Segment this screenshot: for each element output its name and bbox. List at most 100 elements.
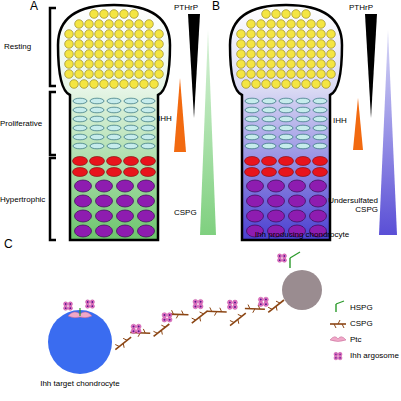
resting-chondrocyte — [307, 60, 316, 69]
resting-chondrocyte — [277, 70, 286, 79]
resting-chondrocyte — [65, 70, 74, 79]
resting-chondrocyte — [105, 70, 114, 79]
resting-chondrocyte — [75, 50, 84, 59]
resting-chondrocyte — [267, 60, 276, 69]
ihh-argosome — [258, 297, 263, 302]
resting-chondrocyte — [247, 20, 256, 29]
cspg-gradient — [200, 30, 216, 235]
resting-chondrocyte — [302, 10, 311, 19]
ihh-argosome — [198, 299, 203, 304]
proliferative-chondrocyte — [279, 116, 293, 122]
resting-chondrocyte — [267, 30, 276, 39]
resting-chondrocyte — [95, 40, 104, 49]
ihh-argosome-core — [169, 314, 171, 316]
resting-chondrocyte — [327, 30, 336, 39]
cspg-core — [230, 313, 246, 325]
ihh-argosome-core — [69, 307, 71, 309]
figure-label: IHH — [158, 114, 172, 123]
resting-chondrocyte — [257, 70, 266, 79]
ihh-argosome — [264, 297, 269, 302]
cspg-chain — [220, 308, 222, 312]
ihh-argosome — [162, 313, 167, 318]
resting-chondrocyte — [105, 50, 114, 59]
resting-chondrocyte — [297, 30, 306, 39]
cspg-chain — [342, 324, 344, 328]
figure-label: IHH — [333, 116, 347, 125]
resting-chondrocyte — [155, 70, 164, 79]
resting-chondrocyte — [327, 70, 336, 79]
ihh-argosome — [136, 324, 141, 329]
resting-chondrocyte — [307, 30, 316, 39]
resting-chondrocyte — [115, 20, 124, 29]
proliferative-chondrocyte — [262, 125, 276, 131]
resting-chondrocyte — [145, 40, 154, 49]
prehypertrophic-chondrocyte — [107, 168, 122, 177]
ihh-argosome-core — [169, 319, 171, 321]
resting-chondrocyte — [317, 70, 326, 79]
resting-chondrocyte — [237, 50, 246, 59]
cspg-chain — [338, 320, 340, 324]
cspg-chain — [200, 312, 204, 314]
panel-letter: A — [30, 0, 38, 13]
cspg-core — [154, 324, 170, 336]
proliferative-chondrocyte — [262, 143, 276, 149]
prehypertrophic-chondrocyte — [124, 168, 139, 177]
resting-chondrocyte — [237, 40, 246, 49]
hypertrophic-chondrocyte — [117, 210, 134, 222]
node-label: Ihh producing chondrocyte — [252, 230, 352, 239]
figure-label: Hypertrophic — [0, 195, 45, 204]
panel-letter: B — [212, 0, 220, 13]
resting-chondrocyte — [247, 30, 256, 39]
resting-chondrocyte — [292, 10, 301, 19]
proliferative-chondrocyte — [124, 125, 138, 131]
ihh-gradient — [353, 98, 363, 150]
resting-chondrocyte — [317, 50, 326, 59]
pthrp-gradient — [365, 14, 377, 118]
resting-chondrocyte — [317, 30, 326, 39]
resting-chondrocyte — [267, 20, 276, 29]
resting-chondrocyte — [65, 30, 74, 39]
resting-chondrocyte — [95, 50, 104, 59]
proliferative-chondrocyte — [141, 116, 155, 122]
resting-chondrocyte — [277, 30, 286, 39]
proliferative-chondrocyte — [313, 143, 327, 149]
cspg-chain — [276, 301, 280, 303]
prehypertrophic-chondrocyte — [296, 157, 311, 166]
cspg-chain — [268, 307, 272, 309]
resting-chondrocyte — [65, 40, 74, 49]
hypertrophic-chondrocyte — [75, 225, 92, 237]
resting-chondrocyte — [327, 50, 336, 59]
proliferative-chondrocyte — [296, 98, 310, 104]
resting-chondrocyte — [297, 70, 306, 79]
proliferative-chondrocyte — [124, 143, 138, 149]
resting-chondrocyte — [257, 20, 266, 29]
resting-chondrocyte — [257, 30, 266, 39]
resting-chondrocyte — [135, 40, 144, 49]
chondrocyte-node: Ihh target chondrocyte — [30, 308, 130, 400]
zone-bracket — [50, 8, 56, 86]
resting-chondrocyte — [287, 40, 296, 49]
ihh-argosome — [131, 324, 136, 329]
ihh-argosome — [338, 356, 342, 360]
resting-chondrocyte — [135, 50, 144, 59]
ihh-argosome — [278, 258, 282, 262]
proliferative-chondrocyte — [73, 125, 87, 131]
hypertrophic-chondrocyte — [75, 195, 92, 207]
ihh-argosome — [131, 329, 136, 334]
ihh-argosome-core — [87, 301, 89, 303]
panel-letter: C — [4, 238, 13, 251]
resting-chondrocyte — [237, 30, 246, 39]
legend-label: Ptc — [350, 335, 362, 344]
proliferative-chondrocyte — [313, 98, 327, 104]
ihh-argosome-core — [229, 301, 231, 303]
resting-chondrocyte — [95, 30, 104, 39]
resting-chondrocyte — [297, 50, 306, 59]
ihh-argosome — [90, 304, 94, 308]
resting-chondrocyte — [125, 70, 134, 79]
resting-chondrocyte — [287, 20, 296, 29]
resting-chondrocyte — [85, 30, 94, 39]
ptc-sample — [330, 337, 346, 342]
resting-chondrocyte — [155, 60, 164, 69]
resting-chondrocyte — [257, 60, 266, 69]
resting-chondrocyte — [100, 10, 109, 19]
